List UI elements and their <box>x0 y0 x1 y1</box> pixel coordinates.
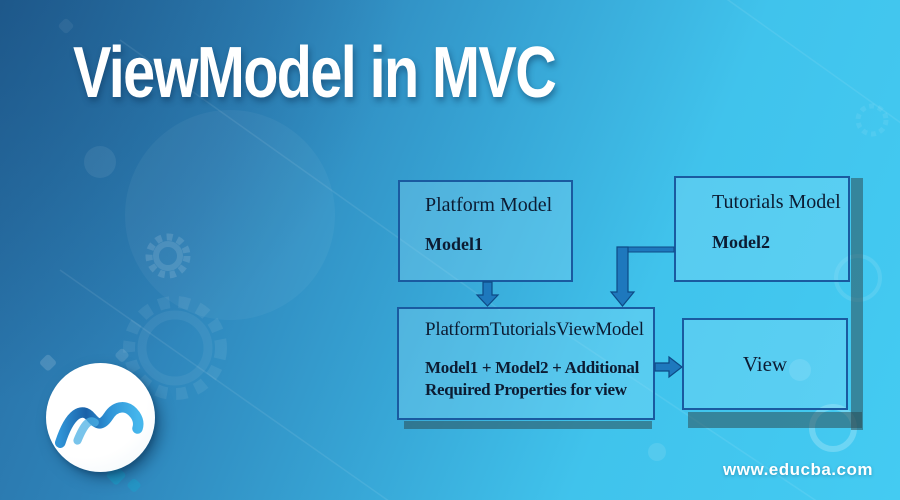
diagonal-lines <box>59 0 900 500</box>
connector-tutorials-horizontal <box>619 246 675 253</box>
arrow-tutorials-to-viewmodel-icon <box>609 246 636 307</box>
tutorials-model-title: Tutorials Model <box>712 191 841 213</box>
website-url: www.educba.com <box>723 460 873 479</box>
dotnet-logo-badge <box>46 363 155 472</box>
arrow-platform-to-viewmodel-icon <box>475 281 500 307</box>
viewmodel-title: PlatformTutorialsViewModel <box>425 319 644 340</box>
tutorials-model-content: Model2 <box>712 232 770 252</box>
dotnet-logo-icon <box>55 402 144 448</box>
arrow-viewmodel-to-view-icon <box>654 355 683 379</box>
viewmodel-content: Model1 + Model2 + Additional Required Pr… <box>425 357 653 401</box>
gear-icon <box>123 103 889 400</box>
platform-model-title: Platform Model <box>425 194 553 216</box>
view-box-shadow <box>688 412 862 428</box>
view-title: View <box>742 351 788 376</box>
tutorials-model-box: Tutorials Model Model2 <box>674 176 850 282</box>
platform-model-box: Platform Model Model1 <box>398 180 573 282</box>
viewmodel-content-line2: Required Properties for view <box>425 380 627 400</box>
page-title: ViewModel in MVC <box>73 33 557 113</box>
viewmodel-box-shadow <box>404 421 652 429</box>
platform-model-content: Model1 <box>425 234 483 254</box>
diagram-shadow-right <box>851 178 863 430</box>
viewmodel-box: PlatformTutorialsViewModel Model1 + Mode… <box>397 307 655 420</box>
viewmodel-content-line1: Model1 + Model2 + Additional <box>425 358 640 377</box>
view-box: View <box>682 318 848 410</box>
